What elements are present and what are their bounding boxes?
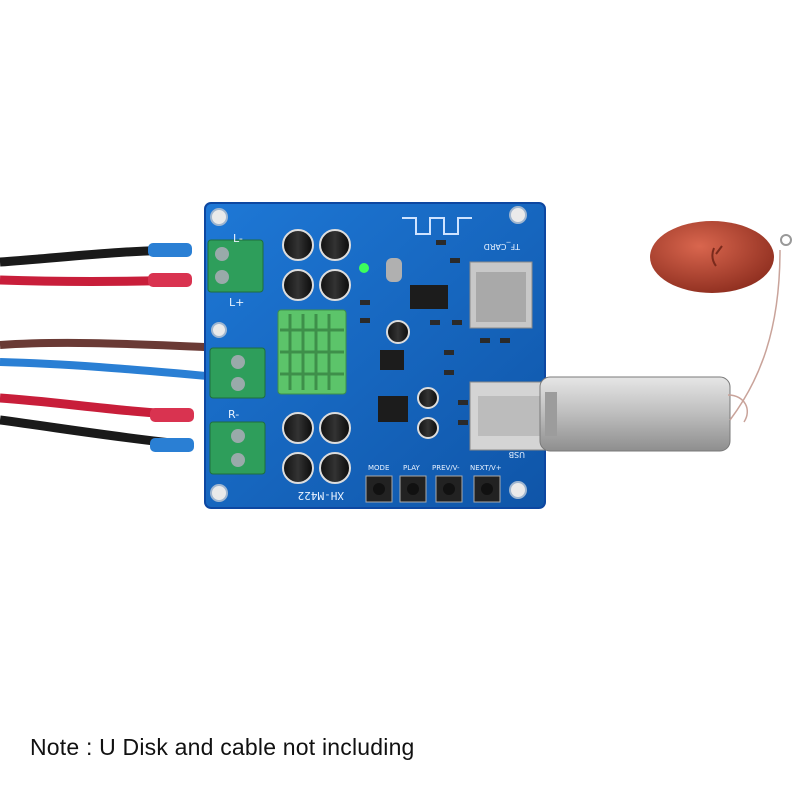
button-next [473,475,501,503]
note-text: Note : U Disk and cable not including [30,734,415,760]
terminal-right [209,421,266,475]
silk-mode: MODE [368,464,389,472]
silk-next: NEXT/V+ [470,464,502,472]
keychain-ornament [650,221,792,421]
usb-port [469,381,549,451]
usb-flash-disk [539,376,749,452]
silk-tf-card: TF_CARD [484,242,521,251]
status-led [359,263,369,273]
silk-l-plus: L+ [229,296,244,309]
tf-card-slot [469,261,533,329]
heatsink [277,309,347,395]
silk-usb: USB [509,450,525,459]
silk-prev: PREV/V- [432,464,460,472]
silk-play: PLAY [403,464,421,472]
terminal-power [209,347,266,399]
silk-model: XH-M422 [298,489,344,502]
silk-l-minus: L- [233,232,243,245]
button-play [399,475,427,503]
capacitors [282,229,439,484]
button-mode [365,475,393,503]
silk-r-minus: R- [228,408,239,421]
speaker-wires [0,243,231,452]
button-prev [435,475,463,503]
amplifier-board: L- L+ R- TF_CARD USB XH-M422 MODE PLAY P… [204,202,549,509]
terminal-left [207,239,264,293]
